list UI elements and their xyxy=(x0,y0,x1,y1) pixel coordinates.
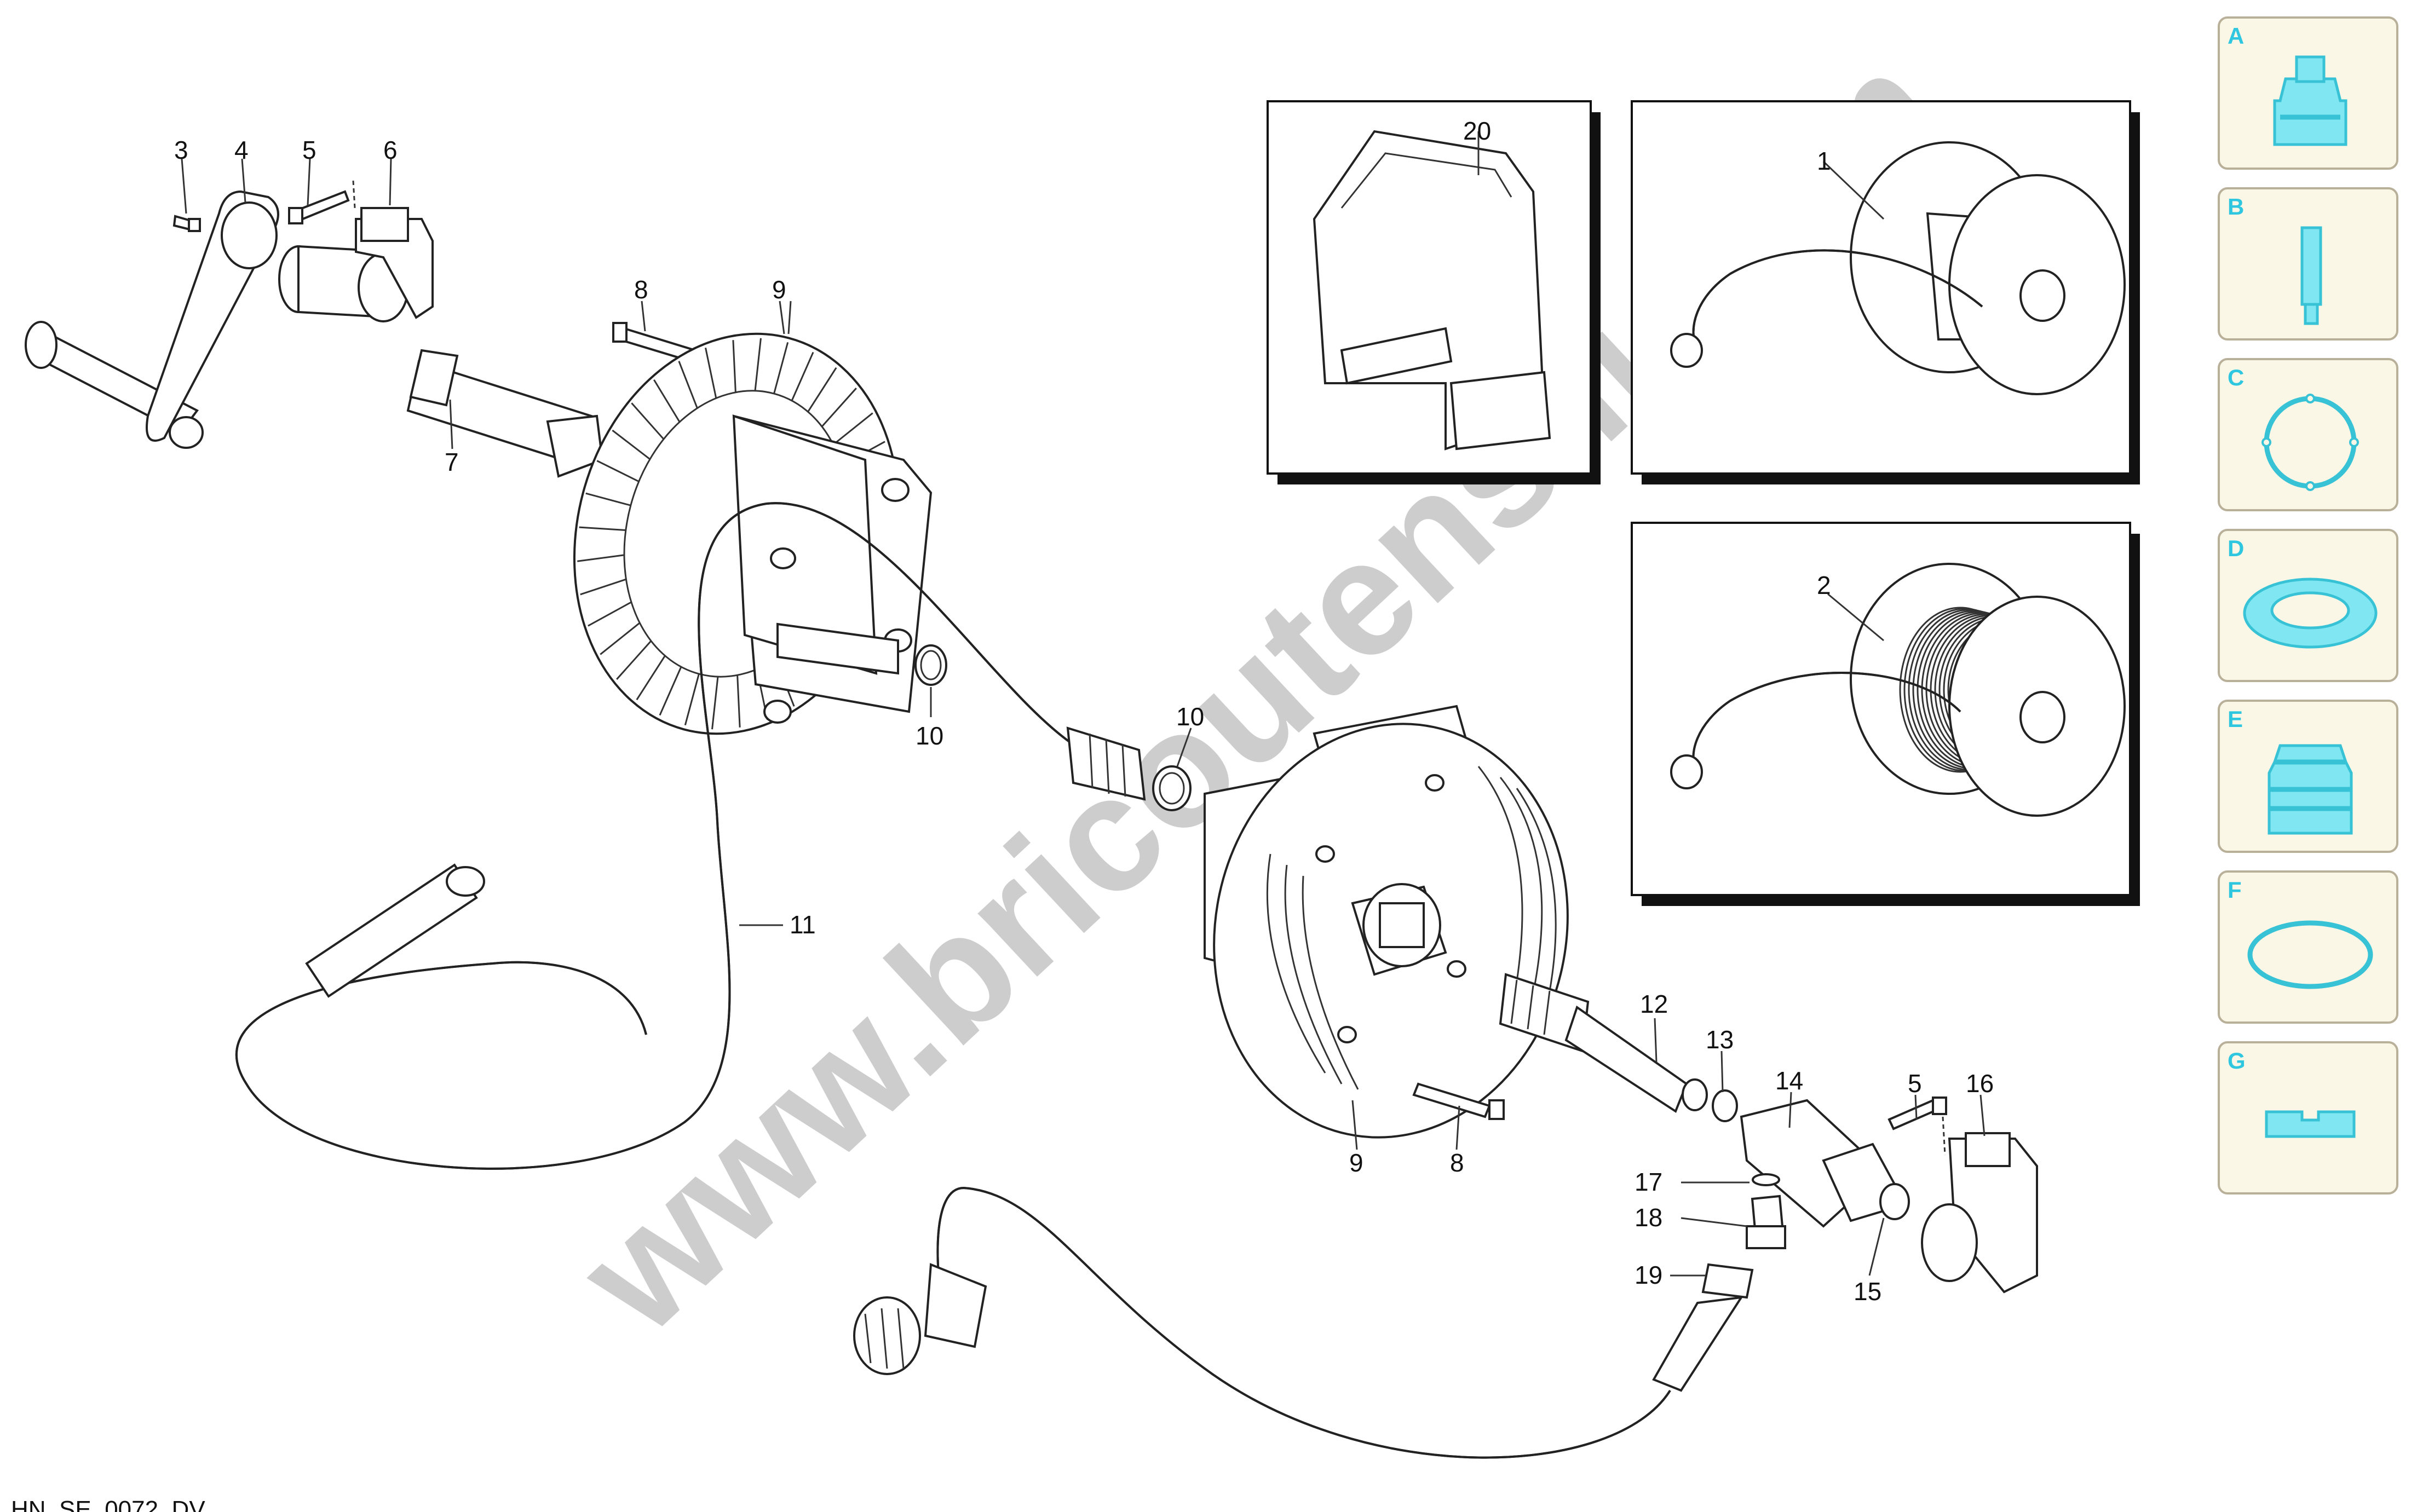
callout-2: 2 xyxy=(1817,571,1831,599)
part-clip-6 xyxy=(278,207,434,322)
part-clip-16 xyxy=(1921,1132,2038,1294)
inset-hose-reel-1 xyxy=(1631,100,2140,484)
kit-letter-g: G xyxy=(2228,1048,2246,1074)
callout-14: 14 xyxy=(1775,1066,1803,1095)
part-seal-17 xyxy=(1752,1173,1780,1186)
kit-tile-f[interactable]: F xyxy=(2218,870,2398,1024)
part-screw-5-top xyxy=(288,180,356,224)
o-ring-icon xyxy=(2247,920,2373,989)
callout-11: 11 xyxy=(790,910,816,939)
callout-7: 7 xyxy=(445,448,459,476)
kit-tile-c[interactable]: C xyxy=(2218,358,2398,511)
bellows-icon xyxy=(2268,744,2353,835)
kit-tile-b[interactable]: B xyxy=(2218,187,2398,341)
callout-3: 3 xyxy=(174,136,188,164)
callout-6: 6 xyxy=(383,136,398,164)
part-seal-13b xyxy=(1712,1089,1738,1122)
callout-9-top: 9 xyxy=(772,275,786,304)
callout-10-left: 10 xyxy=(916,722,943,750)
part-high-pressure-hose xyxy=(853,1186,1671,1459)
circlip-icon xyxy=(2261,394,2359,491)
kit-letter-a: A xyxy=(2228,23,2245,49)
callout-19: 19 xyxy=(1635,1261,1662,1289)
part-hose-11 xyxy=(235,502,1146,1170)
part-screw-5-bottom xyxy=(1887,1097,1947,1156)
callout-8-bottom: 8 xyxy=(1450,1149,1464,1177)
part-seal-13a xyxy=(1682,1078,1708,1111)
callout-17: 17 xyxy=(1635,1168,1662,1196)
callout-4: 4 xyxy=(234,136,249,164)
kit-tile-a[interactable]: A xyxy=(2218,16,2398,170)
kit-tile-e[interactable]: E xyxy=(2218,700,2398,853)
flat-seal-icon xyxy=(2243,578,2378,649)
part-screw-3 xyxy=(172,215,201,232)
part-seal-15 xyxy=(1879,1183,1910,1220)
nozzle-icon xyxy=(2273,55,2347,146)
callout-16: 16 xyxy=(1966,1069,1994,1098)
part-screw-8-bottom xyxy=(1412,1082,1505,1120)
kit-letter-f: F xyxy=(2228,877,2242,903)
part-connector-12 xyxy=(1499,973,1688,1113)
part-drum-flange-rear xyxy=(573,332,933,735)
inset-stand-20 xyxy=(1267,100,1601,484)
callout-5-bottom: 5 xyxy=(1908,1069,1922,1098)
drawing-code: HN_SE_0072_DV xyxy=(11,1496,205,1512)
part-drum-flange-front xyxy=(1204,705,1569,1139)
kit-letter-c: C xyxy=(2228,365,2245,390)
leader-lines xyxy=(181,131,1986,1277)
part-screw-8-top xyxy=(612,322,697,363)
callout-13: 13 xyxy=(1706,1025,1734,1054)
callout-9-bottom: 9 xyxy=(1349,1149,1363,1177)
callout-8-top: 8 xyxy=(634,275,648,304)
kit-tile-d[interactable]: D xyxy=(2218,529,2398,682)
kit-tile-g[interactable]: G xyxy=(2218,1041,2398,1194)
callout-5-top: 5 xyxy=(302,136,316,164)
kit-letter-e: E xyxy=(2228,706,2243,732)
part-crank-handle xyxy=(25,190,279,449)
part-shaft-7 xyxy=(406,349,604,478)
callout-12: 12 xyxy=(1640,990,1668,1018)
callout-1: 1 xyxy=(1817,147,1831,175)
callout-15: 15 xyxy=(1854,1277,1881,1306)
part-hose-end-19 xyxy=(1652,1263,1754,1392)
slot-bar-icon xyxy=(2265,1110,2356,1138)
callout-20: 20 xyxy=(1463,117,1491,145)
pin-icon xyxy=(2300,226,2322,325)
callout-18: 18 xyxy=(1635,1203,1662,1232)
inset-hose-reel-2 xyxy=(1631,522,2140,906)
kit-letter-b: B xyxy=(2228,194,2245,220)
kit-letter-d: D xyxy=(2228,535,2245,561)
part-nipple-18 xyxy=(1746,1194,1786,1249)
callout-10-right: 10 xyxy=(1176,702,1204,731)
